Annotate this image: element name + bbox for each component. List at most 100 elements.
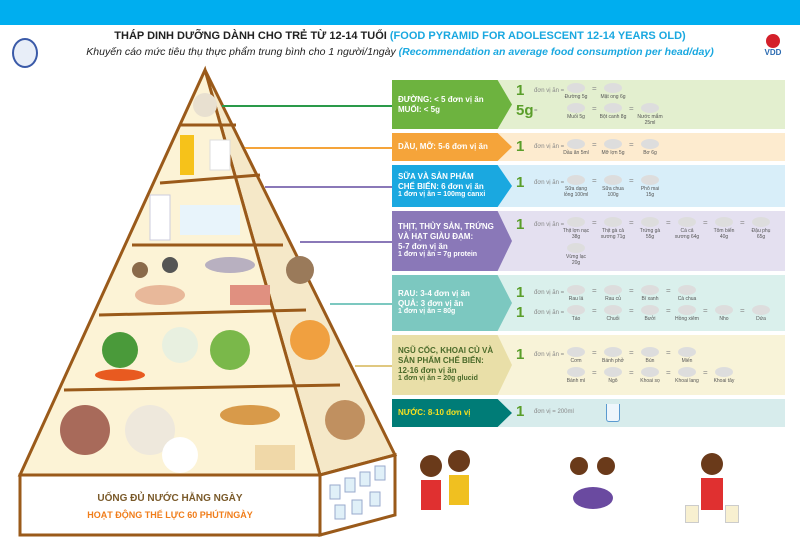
food-image [715,216,733,227]
food-image [678,366,696,377]
food-item: Cà chua [673,284,701,302]
food-image [752,304,770,315]
serving-unit: đơn vị ăn = [534,143,565,150]
equals-sign: = [592,84,597,93]
food-image [641,304,659,315]
equals-sign: = [592,367,597,377]
band-label: NƯỚC: 8-10 đơn vị [392,399,512,427]
food-caption: Đậu phụ 65g [751,227,771,240]
band-label: NGŨ CỐC, KHOAI CỦ VÀ SẢN PHẨM CHẾ BIẾN:1… [392,335,512,395]
equals-sign: = [629,367,634,377]
food-image [567,103,585,113]
connector-line [245,147,392,149]
food-image [567,174,585,185]
food-caption: Khoai sọ [640,377,660,384]
equals-sign: = [666,217,671,227]
food-caption: Đường 5g [564,94,588,100]
food-image [604,346,622,357]
band-label-line: 1 đơn vị ăn = 80g [398,308,456,316]
top-bar [0,0,800,25]
serving-row: 5g=Muối 5g=Bột canh 8g=Nước mắm 25ml [516,103,785,127]
equals-sign: = [629,217,634,227]
food-item: Bún [636,346,664,364]
food-image [678,304,696,315]
food-caption: Bánh mì [566,377,586,384]
food-item: Chuối [599,304,627,322]
serving-count: 1 [516,173,525,191]
food-caption: Thịt gà cả xương 71g [600,227,626,240]
band-label-line: RAU: 3-4 đơn vị ăn [398,289,470,299]
food-item: Muối 5g [562,103,590,120]
band-label-line: NGŨ CỐC, KHOAI CỦ VÀ SẢN PHẨM CHẾ BIẾN: [398,346,494,365]
food-image [567,83,585,93]
food-caption: Thịt lợn nạc 38g [562,227,590,240]
equals-sign: = [629,347,634,357]
subtitle-vi: Khuyến cáo mức tiêu thụ thực phẩm trung … [86,46,396,58]
serving-row: 1 đơn vị = 200ml [516,404,785,422]
equals-sign: = [592,285,597,295]
food-image [567,138,585,149]
food-item: Bánh phở [599,346,627,364]
serving-unit: đơn vị = 200ml [534,409,574,415]
food-item: Khoai lang [673,366,701,384]
serving-row: Bánh mì=Ngô=Khoai sọ=Khoai lang=Khoai tâ… [516,366,785,384]
equals-sign: = [629,285,634,295]
vdd-logo-mark [766,34,780,48]
food-image [715,366,733,377]
food-image [641,366,659,377]
band-label-line: SỮA VÀ SẢN PHẨM [398,172,474,182]
page-title: THÁP DINH DƯỠNG DÀNH CHO TRẺ TỪ 12-14 TU… [0,30,800,42]
subtitle-en: (Recommendation an average food consumpt… [398,46,714,58]
serving-count: 1 [516,82,525,99]
food-item: Mỡ lợn 5g [599,138,627,156]
band-label-line: 5-7 đơn vị ăn [398,241,448,251]
food-caption: Ngô [608,377,618,384]
food-caption: Mỡ lợn 5g [601,149,625,156]
food-image [604,138,622,149]
illustration-kid-shopping [685,450,740,534]
equals-sign: = [703,217,708,227]
food-image [641,103,659,113]
food-item: Mật ong 6g [599,83,627,100]
food-item: Rau lá [562,284,590,302]
equals-sign: = [740,305,745,315]
band-label-line: QUẢ: 3 đơn vị ăn [398,298,464,308]
serving-count: 1 [516,345,525,363]
food-caption: Dầu ăn 5ml [563,149,589,156]
food-image [604,304,622,315]
food-caption: Bơ 6g [643,149,657,156]
serving-unit: đơn vị ăn = [534,221,565,228]
serving-count: 1 [516,215,525,233]
band-content: 1 đơn vị = 200ml [512,399,785,427]
food-image [678,216,696,227]
serving-count: 1 [516,303,525,321]
food-item: Trứng gà 55g [636,216,664,240]
food-image [641,174,659,185]
food-caption: Rau củ [605,295,621,302]
serving-unit: đơn vị ăn = [534,309,565,316]
food-item: Dầu ăn 5ml [562,138,590,156]
food-caption: Chuối [606,315,620,322]
food-caption: Nước mắm 25ml [637,114,663,126]
equals-sign: = [666,305,671,315]
food-caption: Táo [571,315,581,322]
band-label-line: THỊT, THỦY SẢN, TRỨNG VÀ HẠT GIÀU ĐẠM: [398,222,494,241]
food-image [678,346,696,357]
serving-count: 1 [516,403,525,420]
food-item: Vừng lạc 20g [562,242,590,266]
food-caption: Tôm biển 40g [713,227,735,240]
equals-sign: = [740,217,745,227]
band-label-line: 12-16 đơn vị ăn [398,365,457,375]
